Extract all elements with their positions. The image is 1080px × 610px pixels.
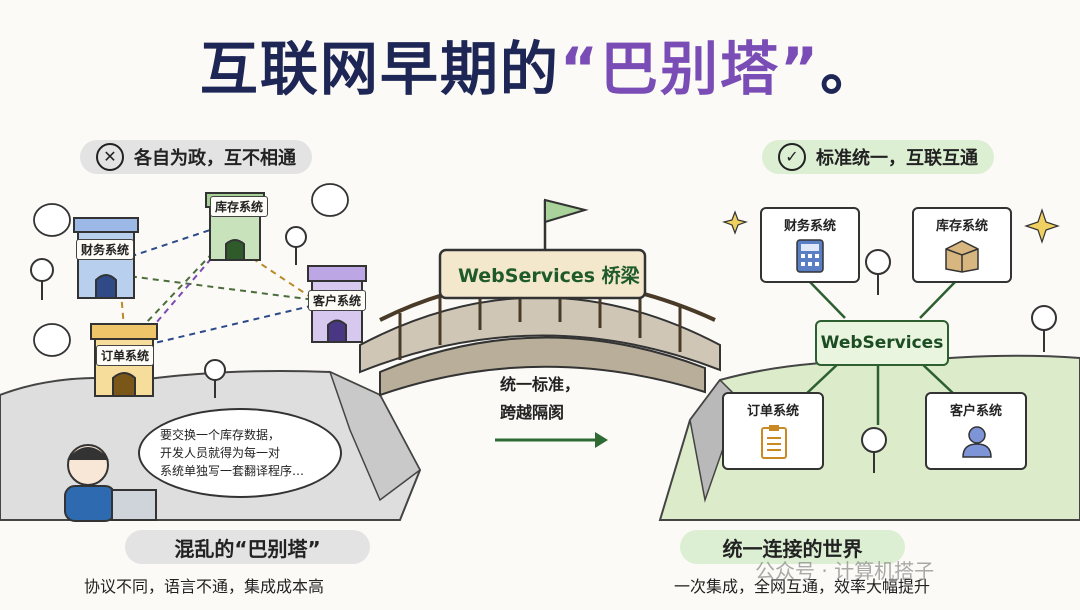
bubble-line-3: 系统单独写一套翻译程序…	[160, 464, 305, 478]
right-subcaption: 一次集成，全网互通，效率大幅提升	[674, 577, 931, 596]
left-header-pill: ✕ 各自为政，互不相通	[80, 140, 312, 174]
watermark: 公众号 · 计算机搭子	[755, 559, 935, 583]
left-header-text: 各自为政，互不相通	[134, 148, 296, 169]
bridge-note: 统一标准， 跨越隔阂	[500, 371, 580, 427]
box-icon	[945, 240, 979, 273]
user-icon	[962, 426, 992, 458]
tower-label-inventory: 库存系统	[210, 196, 269, 217]
system-card-order: 订单系统	[722, 392, 824, 470]
page-title: 互联网早期的“巴别塔”。	[0, 22, 1080, 106]
title-quoted: “巴别塔”	[559, 35, 821, 103]
title-main: 互联网早期的	[199, 35, 560, 103]
bubble-line-2: 开发人员就得为每一对	[160, 446, 281, 460]
tower-label-finance: 财务系统	[76, 239, 135, 260]
card-label: 财务系统	[783, 219, 836, 234]
right-header-pill: ✓ 标准统一，互联互通	[762, 140, 994, 174]
card-label: 订单系统	[746, 404, 799, 419]
bridge-sign: WebServices 桥梁	[458, 265, 640, 287]
system-card-inventory: 库存系统	[912, 207, 1012, 283]
bridge-note-line-1: 统一标准，	[500, 375, 581, 394]
right-header-text: 标准统一，互联互通	[816, 148, 978, 169]
webservices-hub: WebServices	[815, 320, 949, 366]
left-caption: 混乱的“巴别塔”	[125, 530, 370, 564]
system-card-finance: 财务系统	[760, 207, 860, 283]
bubble-line-1: 要交换一个库存数据，	[160, 428, 281, 442]
calculator-icon	[796, 239, 824, 273]
bridge-note-line-2: 跨越隔阂	[500, 403, 565, 422]
right-caption: 统一连接的世界	[680, 530, 905, 564]
card-label: 客户系统	[949, 404, 1002, 419]
card-label: 库存系统	[935, 219, 988, 234]
x-circle-icon: ✕	[96, 143, 124, 171]
check-circle-icon: ✓	[778, 143, 806, 171]
system-card-customer: 客户系统	[925, 392, 1027, 470]
speech-bubble: 要交换一个库存数据， 开发人员就得为每一对 系统单独写一套翻译程序…	[138, 408, 342, 498]
clipboard-icon	[761, 425, 787, 459]
title-end: 。	[820, 35, 881, 103]
tower-label-customer: 客户系统	[308, 290, 367, 311]
tower-label-order: 订单系统	[96, 345, 155, 366]
left-subcaption: 协议不同，语言不通，集成成本高	[84, 577, 325, 596]
